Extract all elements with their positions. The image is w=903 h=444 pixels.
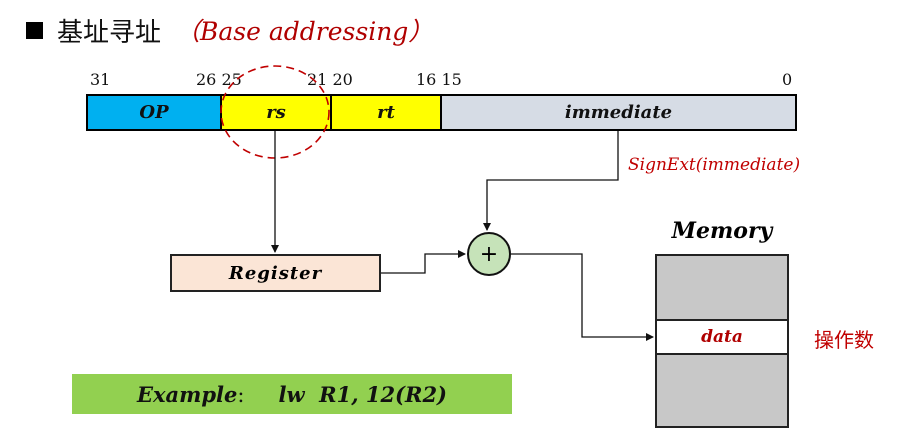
- signext-label: SignExt(immediate): [628, 155, 801, 175]
- example-colon: :: [237, 382, 245, 407]
- example-label: Example: [137, 381, 238, 407]
- bit-16-15-label: 16 15: [416, 70, 462, 89]
- page-title: 基址寻址 （Base addressing）: [26, 10, 433, 50]
- title-paren-close: ）: [408, 17, 434, 46]
- register-label: Register: [228, 262, 323, 284]
- example-instruction: lw R1, 12(R2): [278, 381, 447, 407]
- title-paren-open: （: [175, 17, 201, 46]
- square-bullet-icon: [26, 21, 43, 39]
- register-to-adder-line: [381, 250, 466, 274]
- bit-0-label: 0: [782, 70, 793, 89]
- adder-plus-icon: +: [479, 241, 499, 267]
- adder-circle: +: [467, 232, 511, 276]
- title-english-text: Base addressing: [200, 17, 409, 46]
- bit-21-20-label: 21 20: [307, 70, 353, 89]
- bit-31-label: 31: [90, 70, 111, 89]
- field-rs-label: rs: [266, 102, 286, 123]
- bit-26-25-label: 26 25: [196, 70, 242, 89]
- field-op-label: OP: [139, 102, 169, 123]
- field-immediate-label: immediate: [564, 102, 673, 123]
- memory-data-cell: data: [655, 319, 789, 355]
- memory-title: Memory: [671, 218, 773, 244]
- title-chinese: 基址寻址: [57, 17, 162, 48]
- adder-to-memory-line: [511, 253, 654, 341]
- example-label-group: Example:: [137, 382, 244, 407]
- register-box: Register: [170, 254, 381, 292]
- memory-data-label: data: [701, 327, 743, 347]
- field-rt: rt: [330, 94, 442, 131]
- field-rt-label: rt: [377, 102, 395, 123]
- title-english: （Base addressing）: [175, 12, 433, 48]
- example-banner: Example: lw R1, 12(R2): [72, 374, 512, 414]
- field-immediate: immediate: [440, 94, 797, 131]
- immediate-to-adder-line: [483, 131, 619, 231]
- field-op: OP: [86, 94, 222, 131]
- operand-label: 操作数: [814, 328, 874, 352]
